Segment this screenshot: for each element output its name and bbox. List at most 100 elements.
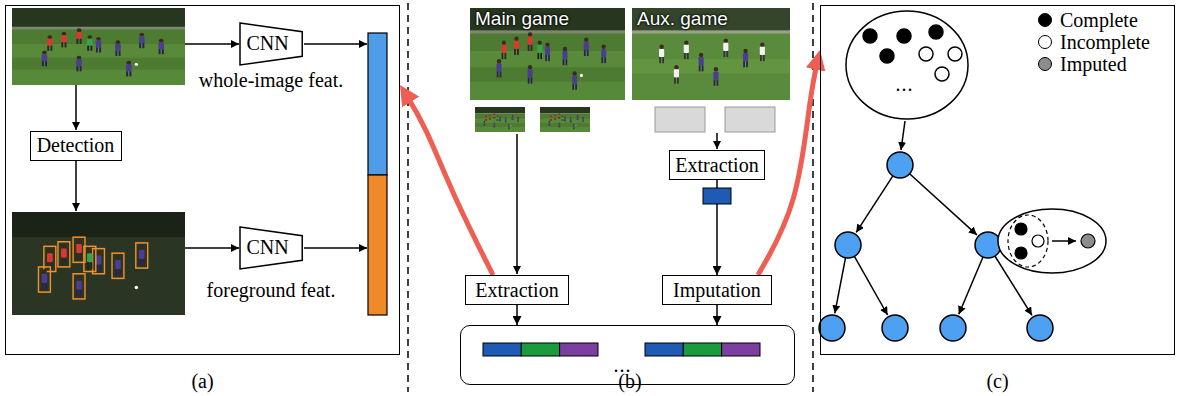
reference-arrow <box>404 92 493 275</box>
feature-vector <box>645 343 683 356</box>
panel-caption: (b) <box>618 370 641 392</box>
panel-frame: (a)CNNDetectionCNN <box>5 5 400 355</box>
soccer-frame <box>12 8 185 85</box>
imputation-callout <box>1081 234 1095 248</box>
feature-bar <box>368 33 387 175</box>
flow-arrow <box>516 134 518 274</box>
image-caption: Aux. game <box>637 8 728 30</box>
connector <box>716 305 718 325</box>
feature-vector <box>560 343 598 356</box>
tree-edge <box>910 174 977 235</box>
sample-dot <box>897 29 911 43</box>
node-text: Imputation <box>673 279 761 302</box>
grey-placeholder <box>655 107 705 132</box>
node-text: CNN <box>246 236 288 259</box>
trapezoid-outline <box>240 227 302 269</box>
flow-arrow <box>304 247 367 249</box>
node-text: Extraction <box>475 279 558 302</box>
node-text: CNN <box>246 32 288 55</box>
tree-node <box>835 232 861 258</box>
flow-arrow <box>76 44 717 274</box>
sample-dot <box>919 47 933 61</box>
image-caption: Main game <box>475 8 569 29</box>
feature-label: foreground feat. <box>207 279 336 301</box>
tree-node <box>940 315 966 341</box>
flow-arrow <box>75 85 77 130</box>
sample-dot <box>948 47 962 61</box>
tree-edge <box>835 258 846 314</box>
legend-text: Incomplete <box>1060 31 1150 53</box>
imputation-callout <box>1015 223 1027 235</box>
ellipse-outline <box>846 11 968 119</box>
tree-node <box>975 232 1001 258</box>
image-caption: Aux. game <box>637 8 728 29</box>
sample-dot <box>929 25 943 39</box>
feature-bar <box>368 33 387 315</box>
tree-edge <box>901 121 905 150</box>
image-caption: Main game <box>475 8 569 30</box>
node-text: ... <box>896 73 914 96</box>
node-text: (c) <box>986 370 1008 393</box>
imputation-callout <box>1052 240 1076 242</box>
soccer-frame <box>470 8 625 100</box>
trapezoid-outline <box>240 23 302 65</box>
legend-row: Imputed <box>1038 53 1150 75</box>
node-text: (a) <box>191 370 213 393</box>
ellipse-outline <box>845 10 969 120</box>
imputation-callout <box>1015 247 1027 259</box>
legend-text: Complete <box>1060 9 1138 31</box>
legend-swatch <box>1038 35 1052 49</box>
tree-edge <box>856 176 893 233</box>
process-box: Extraction <box>669 150 764 180</box>
sample-dot <box>880 49 894 63</box>
tree-edge <box>959 257 983 314</box>
cnn-block: CNN <box>239 226 303 270</box>
process-box: Extraction <box>465 275 569 305</box>
panel-divider <box>812 3 814 392</box>
flow-arrow <box>716 133 718 149</box>
imputation-callout <box>998 209 1106 273</box>
feature-label: foreground feat. <box>207 279 336 302</box>
panel-caption: (b) <box>618 370 641 393</box>
flow-arrow <box>185 43 239 45</box>
feature-vector <box>521 343 559 356</box>
sample-dot <box>863 25 962 81</box>
node-text: Detection <box>37 134 115 157</box>
soccer-frame <box>475 107 525 132</box>
sample-dot <box>935 67 949 81</box>
legend-row: Complete <box>1038 9 1150 31</box>
feature-bar <box>368 175 387 315</box>
process-box: Imputation <box>662 275 772 305</box>
tree-node <box>887 152 913 178</box>
legend-text: Imputed <box>1060 53 1127 75</box>
imputation-callout <box>998 209 1106 273</box>
imputation-callout <box>1032 235 1044 247</box>
soccer-frame <box>540 107 590 132</box>
tree-edge <box>835 121 1032 315</box>
process-box: Detection <box>30 131 122 161</box>
tree-node <box>882 315 908 341</box>
grey-placeholder <box>655 107 775 132</box>
tree-edge <box>854 256 887 315</box>
cnn-block: CNN <box>239 22 303 66</box>
reference-arrow <box>758 58 818 275</box>
feature-vector <box>722 343 760 356</box>
flow-arrow <box>304 43 367 45</box>
sample-dot <box>863 29 877 43</box>
grey-placeholder <box>725 107 775 132</box>
sample-set: ... <box>845 10 969 120</box>
feature-vector <box>483 343 521 356</box>
legend-row: Incomplete <box>1038 31 1150 53</box>
flow-arrow <box>185 247 239 249</box>
feature-block <box>703 188 731 204</box>
tree-node <box>1027 315 1053 341</box>
legend-swatch <box>1038 57 1052 71</box>
feature-label: whole-image feat. <box>199 69 343 92</box>
connector <box>516 305 518 325</box>
tree-node <box>819 315 845 341</box>
soccer-frame <box>12 212 185 315</box>
soccer-frame <box>12 8 790 315</box>
feature-label: whole-image feat. <box>199 69 343 91</box>
